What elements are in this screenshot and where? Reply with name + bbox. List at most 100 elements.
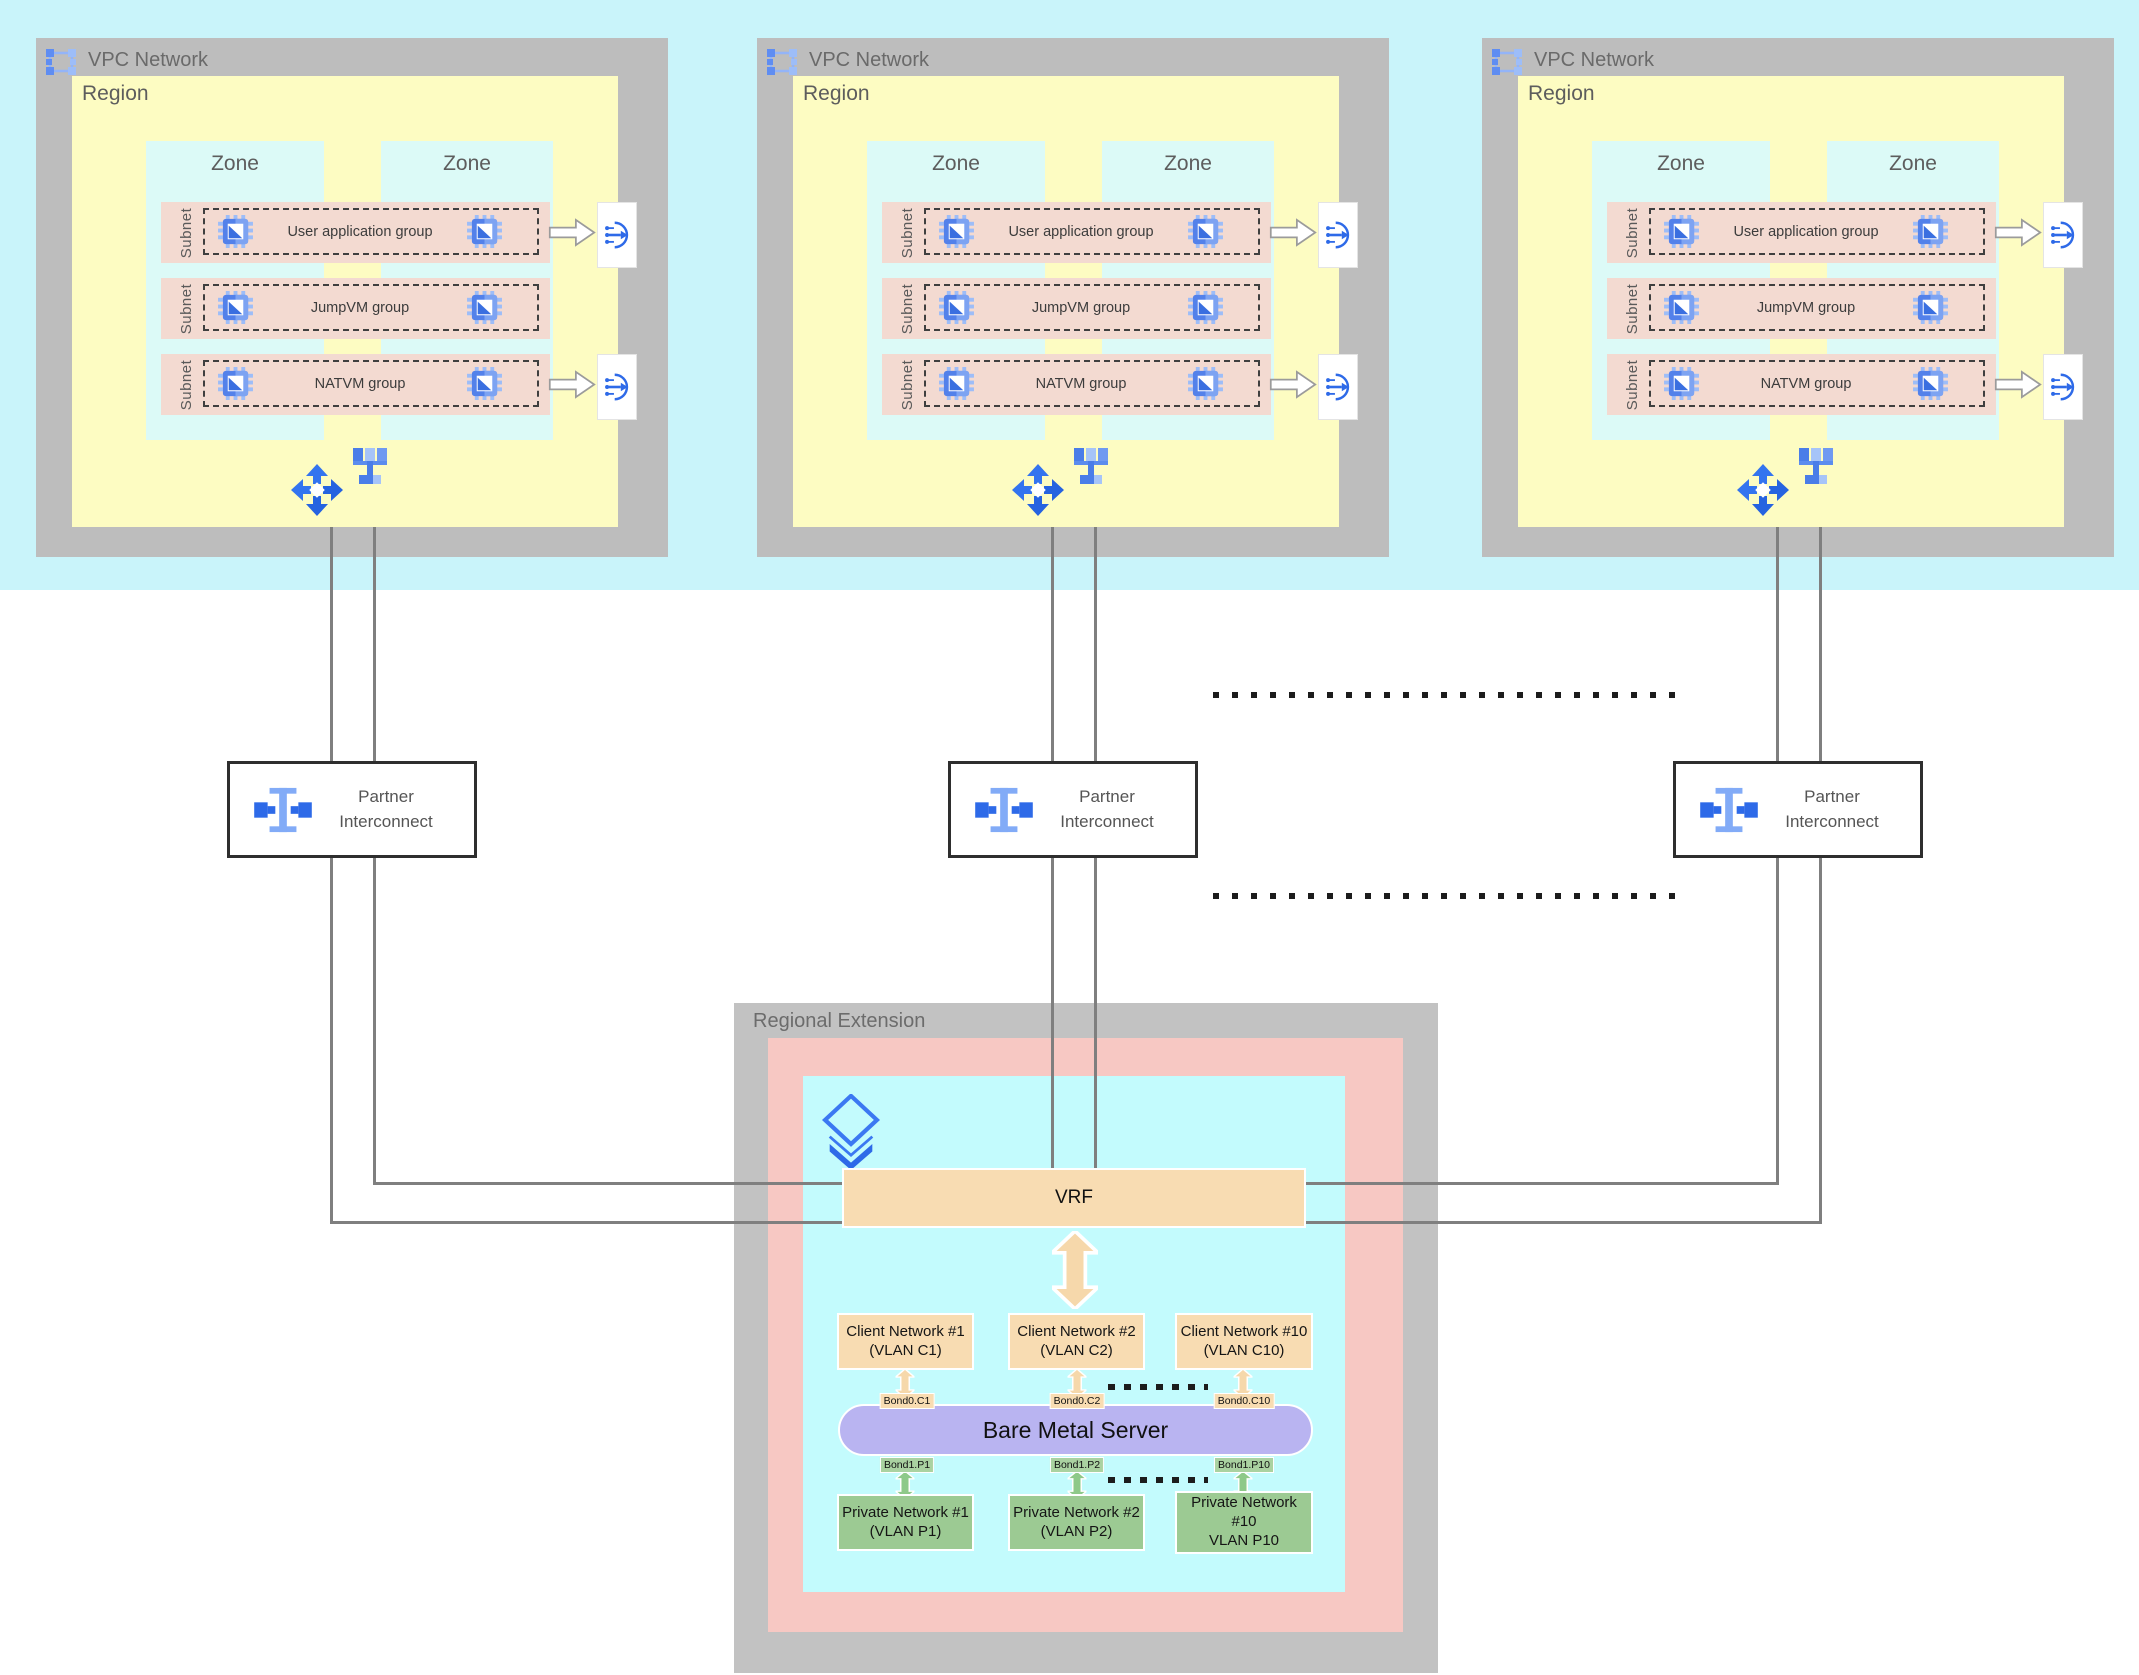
egress-arrow bbox=[548, 370, 597, 399]
egress-arrow bbox=[1269, 218, 1318, 247]
client-network-name: Client Network #2 bbox=[1017, 1322, 1136, 1340]
connector-line bbox=[1304, 1221, 1822, 1224]
vm-chip-icon bbox=[1188, 291, 1223, 324]
vm-group-natvm: NATVM group bbox=[203, 360, 539, 407]
vm-chip-icon bbox=[218, 215, 253, 248]
connector-line bbox=[1819, 527, 1822, 1224]
vm-group-natvm: NATVM group bbox=[924, 360, 1260, 407]
vm-chip-icon bbox=[1188, 367, 1223, 400]
vpc-network-icon bbox=[1491, 47, 1523, 77]
private-network-10: Private Network #10 VLAN P10 bbox=[1175, 1491, 1313, 1554]
load-balancer-icon bbox=[2050, 370, 2076, 404]
vm-group-natvm: NATVM group bbox=[1649, 360, 1985, 407]
dotted-continuation-line bbox=[1213, 893, 1680, 899]
egress-arrow bbox=[1269, 370, 1318, 399]
load-balancer bbox=[2043, 354, 2083, 420]
private-network-vlan: VLAN P10 bbox=[1208, 1531, 1280, 1549]
subnet-row: Subnet NATVM group bbox=[161, 354, 550, 415]
vrf-bidirectional-arrow bbox=[1052, 1231, 1098, 1309]
bond-label: Bond0.C2 bbox=[1049, 1393, 1105, 1409]
load-balancer-icon bbox=[604, 218, 630, 252]
partner-interconnect-icon bbox=[975, 786, 1033, 834]
subnet-label: Subnet bbox=[177, 359, 195, 410]
vpc-network-block-1: VPC Network Region Zone Zone Subnet User… bbox=[36, 38, 668, 557]
connector-line bbox=[1304, 1182, 1779, 1185]
private-network-2: Private Network #2 (VLAN P2) bbox=[1008, 1494, 1145, 1551]
connector-line bbox=[373, 1182, 844, 1185]
data-transfer-icon bbox=[1735, 462, 1791, 518]
load-balancer bbox=[1318, 202, 1358, 268]
dotted-continuation-line bbox=[1213, 692, 1680, 698]
client-network-2: Client Network #2 (VLAN C2) bbox=[1008, 1313, 1145, 1370]
load-balancer bbox=[2043, 202, 2083, 268]
region-label: Region bbox=[803, 82, 870, 105]
vm-group-label: NATVM group bbox=[1760, 375, 1852, 392]
vm-chip-icon bbox=[939, 367, 974, 400]
vm-chip-icon bbox=[1188, 215, 1223, 248]
dotted-continuation-line bbox=[1108, 1384, 1208, 1390]
region-label: Region bbox=[82, 82, 149, 105]
zone-label: Zone bbox=[211, 152, 259, 175]
vm-group-user-application: User application group bbox=[1649, 208, 1985, 255]
vm-group-label: JumpVM group bbox=[310, 299, 410, 316]
vrf-box: VRF bbox=[842, 1168, 1306, 1228]
vm-chip-icon bbox=[467, 367, 502, 400]
private-network-name: Private Network #10 bbox=[1191, 1494, 1297, 1531]
partner-interconnect-icon bbox=[1700, 786, 1758, 834]
vm-group-label: User application group bbox=[1733, 223, 1879, 240]
partner-interconnect-label: Partner Interconnect bbox=[1060, 786, 1154, 831]
vm-chip-icon bbox=[1913, 291, 1948, 324]
data-transfer-icon bbox=[1010, 462, 1066, 518]
region-box: Region Zone Zone Subnet User application… bbox=[1518, 76, 2083, 527]
bond-label: Bond0.C10 bbox=[1213, 1393, 1275, 1409]
vpc-network-block-3: VPC Network Region Zone Zone Subnet User… bbox=[1482, 38, 2114, 557]
partner-interconnect-icon bbox=[254, 786, 312, 834]
partner-interconnect-label: Partner Interconnect bbox=[1785, 786, 1879, 831]
layers-icon bbox=[818, 1094, 884, 1170]
vm-chip-icon bbox=[1913, 215, 1948, 248]
egress-arrow bbox=[1994, 218, 2043, 247]
load-balancer bbox=[597, 202, 637, 268]
dotted-continuation-line bbox=[1108, 1477, 1208, 1483]
load-balancer-icon bbox=[2050, 218, 2076, 252]
connector-line bbox=[330, 1221, 844, 1224]
vm-chip-icon bbox=[467, 215, 502, 248]
client-network-name: Client Network #1 bbox=[846, 1322, 965, 1340]
client-network-vlan: (VLAN C2) bbox=[1040, 1341, 1113, 1359]
vm-group-jumpvm: JumpVM group bbox=[924, 284, 1260, 331]
bond-label: Bond0.C1 bbox=[879, 1393, 935, 1409]
bond-label: Bond1.P2 bbox=[1049, 1457, 1105, 1473]
load-balancer bbox=[597, 354, 637, 420]
vm-chip-icon bbox=[939, 215, 974, 248]
subnet-row: Subnet NATVM group bbox=[882, 354, 1271, 415]
subnet-row: Subnet NATVM group bbox=[1607, 354, 1996, 415]
subnet-label: Subnet bbox=[898, 359, 916, 410]
vpc-network-block-2: VPC Network Region Zone Zone Subnet User… bbox=[757, 38, 1389, 557]
private-network-vlan: (VLAN P1) bbox=[869, 1522, 942, 1540]
subnet-row: Subnet User application group bbox=[1607, 202, 1996, 263]
vm-chip-icon bbox=[1664, 367, 1699, 400]
subnet-row: Subnet User application group bbox=[161, 202, 550, 263]
bond-label: Bond1.P10 bbox=[1214, 1457, 1274, 1473]
vpc-network-icon bbox=[766, 47, 798, 77]
switch-icon bbox=[1074, 448, 1110, 484]
vm-group-label: JumpVM group bbox=[1756, 299, 1856, 316]
vm-chip-icon bbox=[1664, 215, 1699, 248]
bond-label: Bond1.P1 bbox=[879, 1457, 935, 1473]
vpc-title: VPC Network bbox=[809, 49, 930, 71]
subnet-label: Subnet bbox=[1623, 359, 1641, 410]
load-balancer-icon bbox=[1325, 370, 1351, 404]
vm-group-jumpvm: JumpVM group bbox=[203, 284, 539, 331]
zone-label: Zone bbox=[1657, 152, 1705, 175]
zone-label: Zone bbox=[1889, 152, 1937, 175]
vm-group-label: User application group bbox=[287, 223, 433, 240]
private-network-1: Private Network #1 (VLAN P1) bbox=[837, 1494, 974, 1551]
load-balancer bbox=[1318, 354, 1358, 420]
vpc-title: VPC Network bbox=[1534, 49, 1655, 71]
connector-line bbox=[330, 527, 333, 1224]
egress-arrow bbox=[1994, 370, 2043, 399]
vm-group-label: JumpVM group bbox=[1031, 299, 1131, 316]
region-box: Region Zone Zone Subnet User application… bbox=[793, 76, 1358, 527]
vm-chip-icon bbox=[1664, 291, 1699, 324]
